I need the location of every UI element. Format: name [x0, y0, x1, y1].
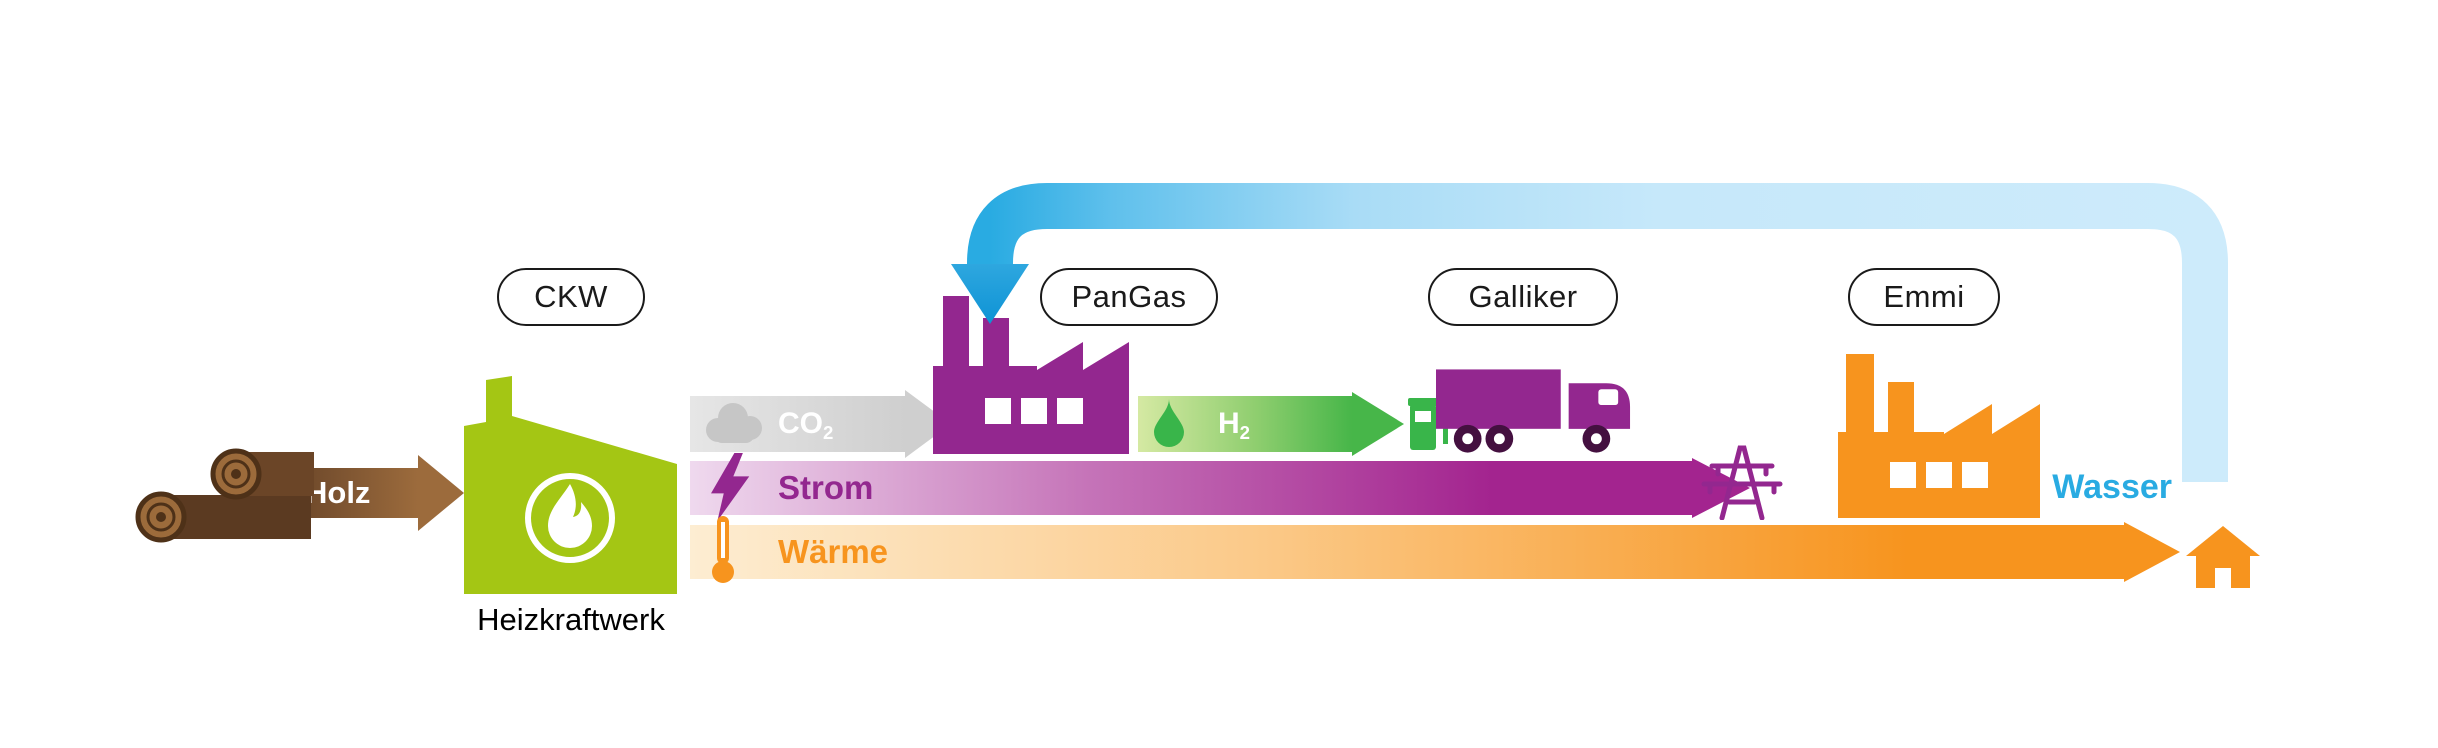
h2-label: H2	[1218, 407, 1251, 443]
emmi-factory-icon	[1838, 354, 2040, 518]
company-pill-ckw: CKW	[497, 268, 645, 326]
pangas-label: PanGas	[1071, 279, 1187, 314]
heizkraftwerk-label: Heizkraftwerk	[477, 602, 665, 637]
company-pill-galliker: Galliker	[1428, 268, 1618, 326]
company-pill-emmi: Emmi	[1848, 268, 2000, 326]
company-pill-pangas: PanGas	[1040, 268, 1218, 326]
wood-logs-icon	[126, 440, 316, 545]
waerme-band: Wärme	[690, 525, 2124, 579]
waerme-label: Wärme	[778, 533, 889, 570]
thermometer-icon	[708, 514, 738, 584]
co2-label: CO2	[778, 407, 834, 443]
heizkraftwerk-building	[464, 366, 678, 594]
ckw-label: CKW	[534, 279, 608, 314]
cloud-icon	[700, 401, 768, 445]
lightning-bolt-icon	[706, 453, 750, 521]
wasser-label: Wasser	[2052, 468, 2172, 506]
flame-icon	[548, 484, 592, 548]
emmi-label: Emmi	[1883, 279, 1965, 314]
flow-arrow-h2: H2	[1138, 392, 1408, 456]
h2-arrowhead	[1352, 392, 1404, 456]
flow-arrow-strom: Strom	[690, 453, 1752, 521]
power-pylon-icon	[1696, 440, 1788, 521]
flame-ring	[525, 473, 615, 563]
strom-label: Strom	[778, 469, 874, 506]
holz-label: Holz	[305, 475, 371, 510]
galliker-label: Galliker	[1468, 279, 1578, 314]
waerme-arrowhead	[2124, 522, 2180, 582]
flow-arrow-waerme: Wärme	[690, 516, 2182, 583]
truck-icon	[1436, 364, 1634, 458]
water-droplet-icon	[1151, 398, 1187, 448]
flow-arrow-co2: CO2	[690, 390, 952, 458]
holz-arrowhead	[418, 455, 464, 531]
house-icon	[2186, 524, 2260, 588]
strom-band: Strom	[690, 461, 1692, 515]
